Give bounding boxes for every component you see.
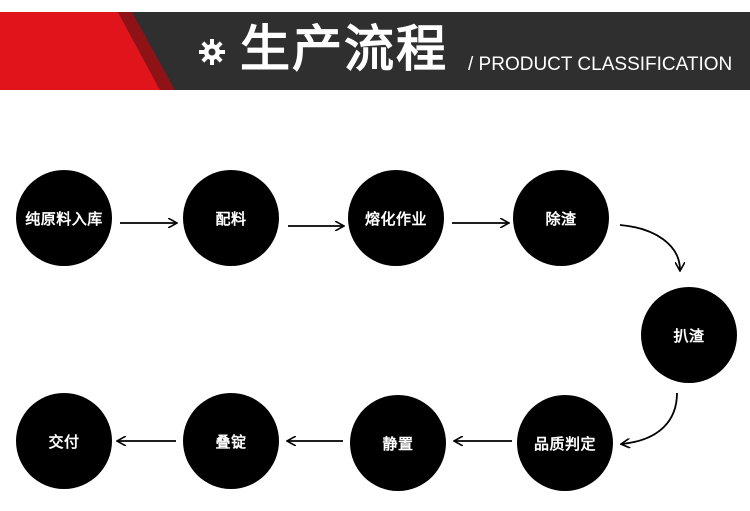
flow-node-delivery: 交付 (16, 393, 112, 489)
gear-icon (199, 39, 225, 65)
flow-node-label: 品质判定 (533, 434, 596, 453)
flow-node-label: 熔化作业 (364, 209, 427, 228)
flow-node-label: 除渣 (545, 209, 577, 228)
flow-node-melting: 熔化作业 (348, 170, 444, 266)
flow-node-standing: 静置 (350, 395, 446, 491)
flow-node-label: 交付 (48, 432, 80, 451)
flow-node-skimming: 扒渣 (641, 287, 737, 383)
flow-node-quality-check: 品质判定 (517, 395, 613, 491)
flow-node-batching: 配料 (183, 170, 279, 266)
flow-node-label: 叠锭 (215, 432, 247, 451)
arrow-step5-step6 (622, 392, 678, 444)
flow-node-label: 静置 (382, 434, 414, 453)
flow-node-label: 扒渣 (673, 326, 705, 345)
flow-node-label: 纯原料入库 (25, 209, 103, 228)
header-banner: 生产流程 / PRODUCT CLASSIFICATION (0, 12, 750, 90)
arrow-step4-step5 (619, 224, 680, 270)
page-subtitle: / PRODUCT CLASSIFICATION (468, 54, 733, 75)
flow-node-label: 配料 (215, 209, 247, 228)
flow-node-raw-material-storage: 纯原料入库 (16, 170, 112, 266)
page-title: 生产流程 (240, 20, 448, 78)
flow-node-slag-removal: 除渣 (513, 170, 609, 266)
flow-node-ingot-stacking: 叠锭 (183, 393, 279, 489)
